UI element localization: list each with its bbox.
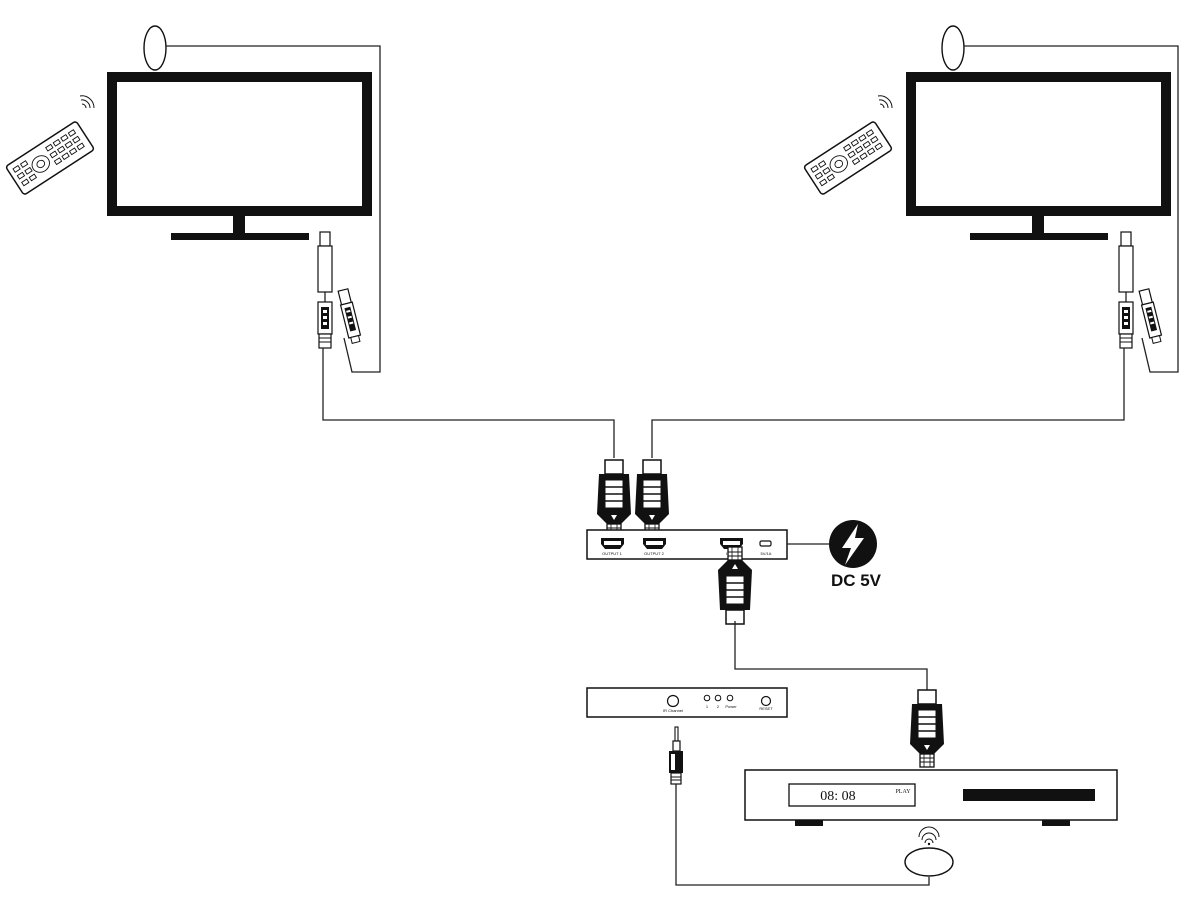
hdmi-port-output-2: OUTPUT 2	[643, 538, 666, 556]
player-display-status: PLAY	[895, 789, 911, 795]
led-label-power: Power	[725, 704, 737, 709]
hdmi-splitter: OUTPUT 1 OUTPUT 2 INPUT 5V/1A	[586, 529, 788, 560]
ir-receiver-icon	[941, 25, 965, 71]
hdmi-port-output-1: OUTPUT 1	[601, 538, 624, 556]
reset-label: RESET	[759, 706, 773, 711]
ir-receiver-icon	[143, 25, 167, 71]
remote-control-icon	[4, 120, 96, 196]
ir-signal-icon	[79, 95, 95, 109]
ir-extender: IR Channel 1 2 Power RESET	[586, 687, 788, 718]
ir-channel-jack	[666, 694, 680, 708]
tv-right	[802, 25, 1179, 373]
hdmi-connector-icon	[318, 232, 362, 348]
player-foot	[1042, 820, 1070, 826]
led-2	[714, 694, 722, 702]
audio-jack-icon	[669, 726, 683, 785]
player-display-time: 08: 08	[820, 789, 855, 804]
hdmi-connector-icon	[634, 459, 670, 538]
ir-channel-label: IR Channel	[663, 708, 683, 713]
ir-signal-icon	[877, 95, 893, 109]
reset-button	[760, 695, 772, 707]
led-1	[703, 694, 711, 702]
hdmi-connector-icon	[909, 689, 945, 768]
tv-icon	[911, 77, 1166, 240]
tv-left	[4, 25, 381, 373]
led-power	[726, 694, 734, 702]
player-foot	[795, 820, 823, 826]
ir-emitter-icon	[904, 826, 954, 877]
hdmi-connector-icon	[596, 459, 632, 538]
power-label: DC 5V	[831, 571, 882, 590]
disc-tray	[963, 789, 1095, 801]
port-label: 5V/1A	[761, 551, 772, 556]
led-label-1: 1	[706, 704, 709, 709]
led-label-2: 2	[717, 704, 720, 709]
tv-icon	[112, 77, 367, 240]
power-bolt-icon	[829, 520, 877, 568]
port-label: OUTPUT 1	[602, 551, 622, 556]
hdmi-connector-icon	[1119, 232, 1163, 348]
power-port: 5V/1A	[759, 540, 772, 556]
port-label: OUTPUT 2	[644, 551, 664, 556]
source-player: 08: 08 PLAY	[744, 769, 1118, 826]
remote-control-icon	[802, 120, 894, 196]
